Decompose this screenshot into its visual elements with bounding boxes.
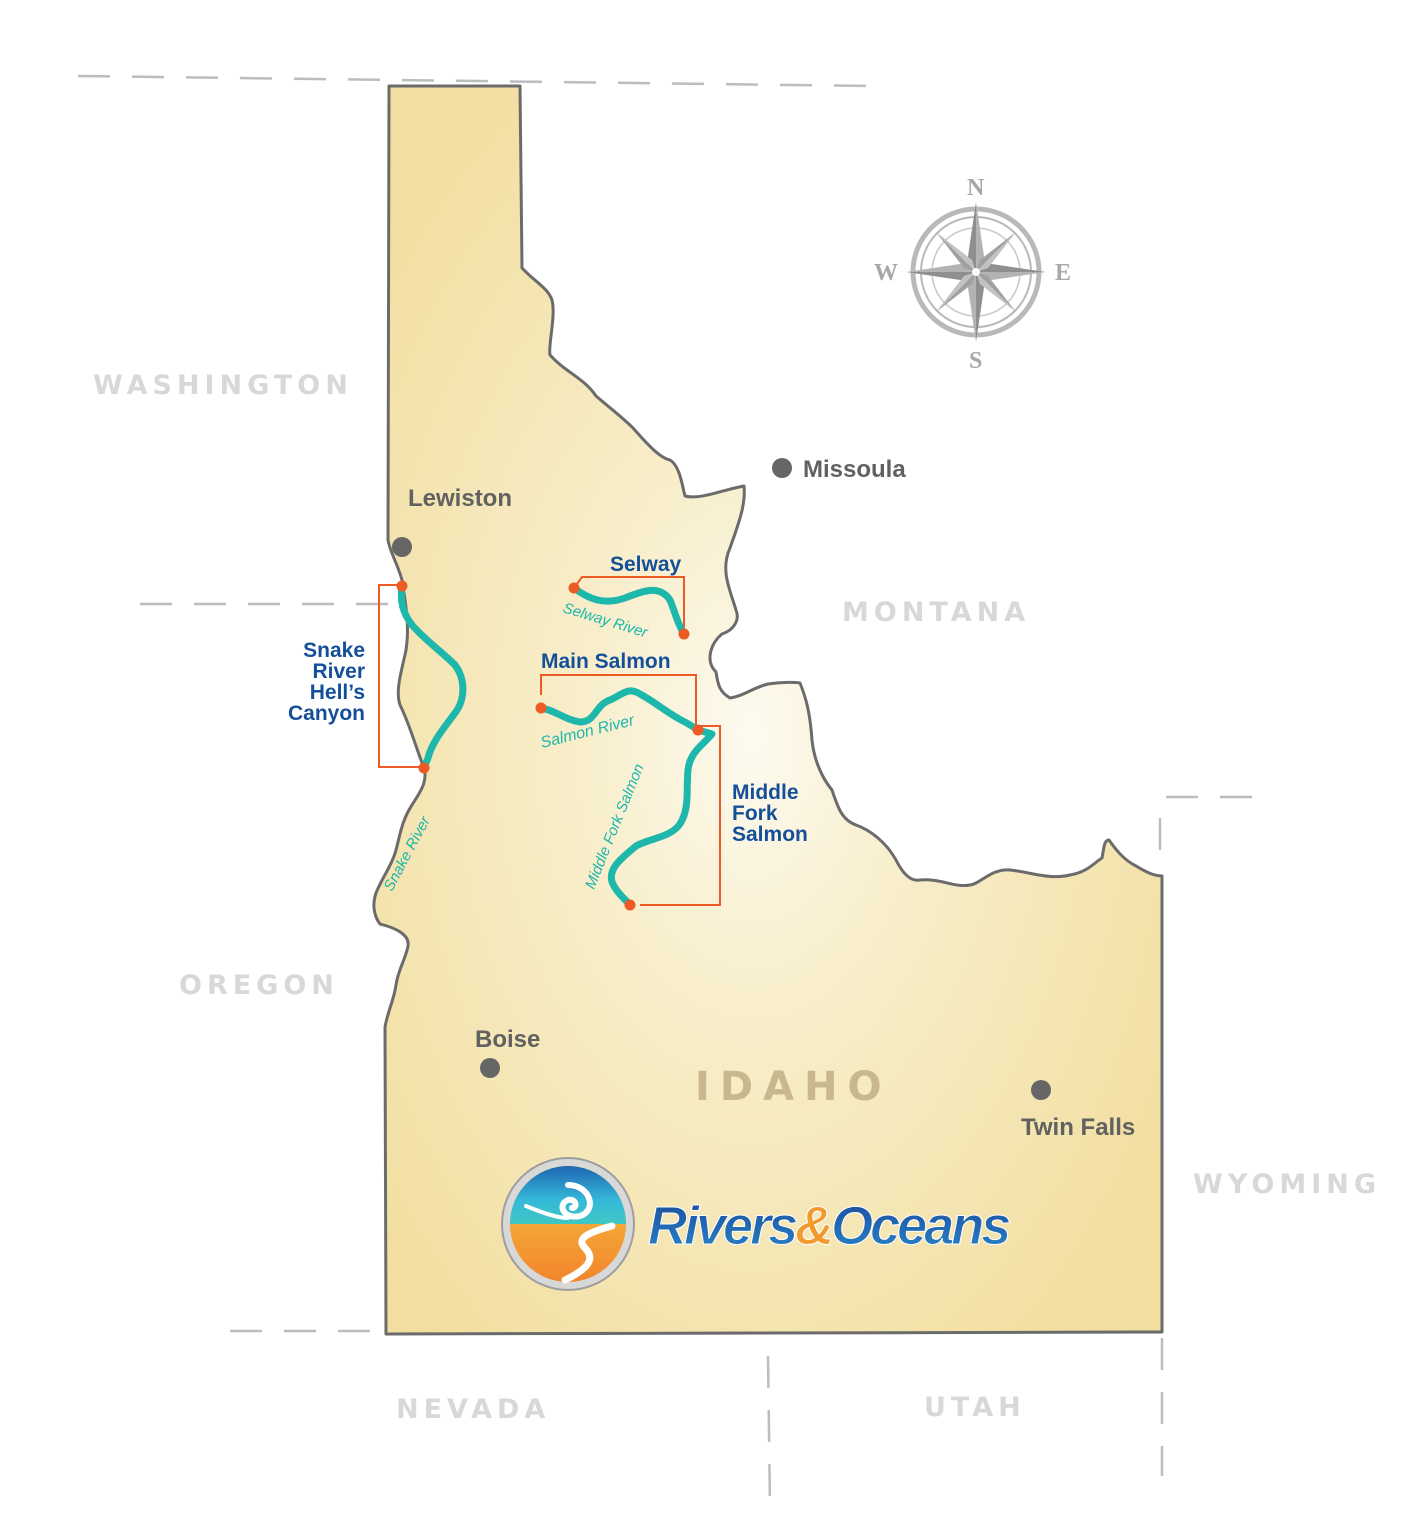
main-salmon-bracket <box>540 674 697 730</box>
city-twin-falls: Twin Falls <box>1021 1080 1135 1141</box>
city-marker-boise <box>480 1058 500 1078</box>
city-marker-missoula <box>772 458 792 478</box>
logo-text: Rivers&Oceans <box>648 1196 1010 1256</box>
snake-take-out-marker <box>418 762 430 774</box>
trip-label-main-salmon: Main Salmon <box>541 650 671 673</box>
state-label-montana: MONTANA <box>842 597 1030 628</box>
city-label-twin-falls: Twin Falls <box>1021 1114 1135 1141</box>
city-lewiston: Lewiston <box>392 485 512 557</box>
rivers-and-oceans-logo: Rivers&Oceans <box>501 1157 1014 1291</box>
selway-put-in-marker <box>568 582 580 594</box>
selway-take-out-marker <box>678 628 690 640</box>
state-label-oregon: OREGON <box>179 970 339 1001</box>
state-label-utah: UTAH <box>924 1392 1026 1423</box>
city-label-boise: Boise <box>475 1026 540 1053</box>
compass-rose-icon <box>906 202 1046 342</box>
trip-label-middle-fork-line2: Fork <box>732 802 778 825</box>
state-label-washington: WASHINGTON <box>93 370 353 401</box>
city-missoula: Missoula <box>772 456 906 483</box>
main-salmon-put-in-marker <box>535 702 547 714</box>
compass-east-label: E <box>1055 260 1071 286</box>
state-borders <box>77 74 1262 1509</box>
state-label-idaho: IDAHO <box>695 1064 892 1110</box>
compass-south-label: S <box>969 348 982 374</box>
trip-label-selway: Selway <box>610 553 682 576</box>
city-label-missoula: Missoula <box>803 456 906 483</box>
middle-fork-put-in-marker <box>692 724 704 736</box>
idaho-state-shape <box>372 84 1164 1336</box>
logo-ampersand: & <box>795 1196 831 1256</box>
middle-fork-take-out-marker <box>624 899 636 911</box>
snake-river-line <box>397 582 467 772</box>
compass-west-label: W <box>874 260 898 286</box>
trip-label-middle-fork-line1: Middle <box>732 781 799 804</box>
city-marker-twin-falls <box>1031 1080 1051 1100</box>
city-marker-lewiston <box>392 537 412 557</box>
trip-label-snake-line1: Snake <box>303 639 365 662</box>
trip-label-snake-line3: Hell’s <box>310 681 365 704</box>
trip-label-snake-line4: Canyon <box>288 702 365 725</box>
salmon-river-line <box>537 687 702 734</box>
trip-label-middle-fork-line3: Salmon <box>732 823 808 846</box>
state-label-wyoming: WYOMING <box>1193 1169 1381 1200</box>
trip-label-snake-line2: River <box>312 660 365 683</box>
selway-river-line <box>570 584 688 638</box>
middle-fork-bracket <box>640 725 721 906</box>
middle-fork-river-line <box>607 726 716 909</box>
logo-emblem-icon <box>501 1157 635 1291</box>
state-label-nevada: NEVADA <box>396 1394 550 1425</box>
city-label-lewiston: Lewiston <box>408 485 512 512</box>
selway-bracket <box>573 576 685 632</box>
snake-put-in-marker <box>396 580 408 592</box>
compass-north-label: N <box>967 175 985 201</box>
logo-word-oceans: Oceans <box>831 1196 1010 1256</box>
city-boise: Boise <box>475 1026 540 1078</box>
snake-bracket <box>378 584 423 768</box>
logo-word-rivers: Rivers <box>648 1196 797 1256</box>
